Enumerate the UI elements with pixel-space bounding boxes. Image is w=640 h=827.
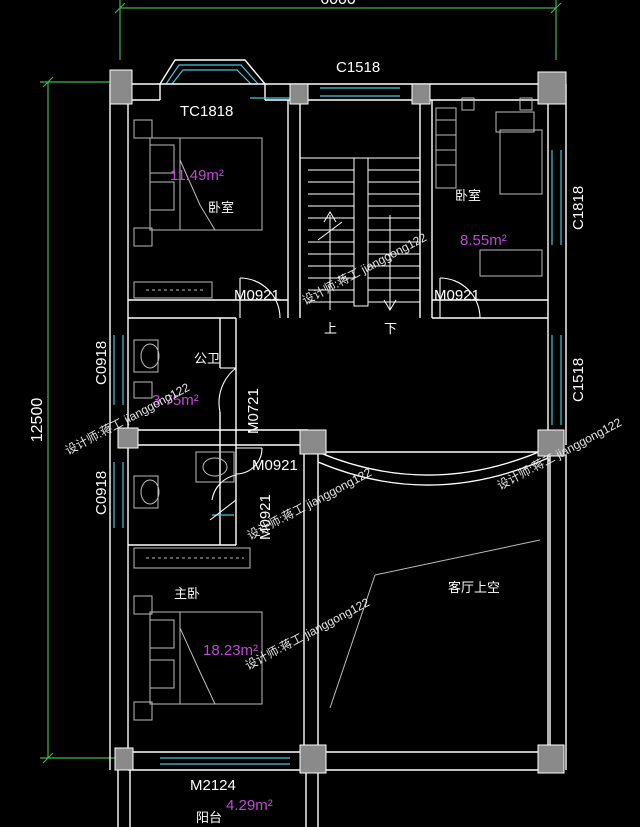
dim-total-depth: 12500 (29, 398, 46, 443)
void-arc (317, 447, 549, 486)
living-void-name: 客厅上空 (448, 580, 500, 595)
bay-window (159, 59, 266, 100)
master-bedroom-area: 18.23m² (203, 642, 258, 659)
door-m2124-label: M2124 (190, 777, 236, 794)
door-m0921-right-label: M0921 (434, 287, 480, 304)
stair-down-label: 下 (384, 321, 397, 336)
labels: 6000 12500 TC1818 C1518 C1818 C1518 C091… (29, 0, 624, 825)
public-bath-area: 3.75m² (152, 392, 199, 409)
windows (113, 87, 562, 765)
balcony-area: 4.29m² (226, 797, 273, 814)
walls (109, 83, 567, 827)
door-m0921-left-label: M0921 (234, 287, 280, 304)
furniture (133, 97, 543, 721)
columns (109, 69, 567, 774)
dimension-lines (40, 0, 562, 764)
window-c0918-lower-label: C0918 (93, 471, 110, 515)
bedroom1-name: 卧室 (208, 200, 234, 215)
window-c1818-right-label: C1818 (570, 186, 587, 230)
window-c1518-top-label: C1518 (336, 59, 380, 76)
door-m0921-bath-vertical-label: M0921 (257, 494, 274, 540)
bedroom1-area: 11.49m² (170, 167, 224, 184)
stair-up-label: 上 (324, 321, 337, 336)
window-c1518-right-label: C1518 (570, 358, 587, 402)
window-c0918-upper-label: C0918 (93, 341, 110, 385)
dim-top-width: 6000 (320, 0, 356, 8)
balcony-name: 阳台 (196, 810, 222, 825)
window-tc1818-label: TC1818 (180, 103, 233, 120)
watermark-4: 设计师:蒋工 jianggong122 (495, 415, 624, 493)
public-bath-name: 公卫 (194, 351, 220, 366)
doors (209, 277, 481, 521)
bedroom2-area: 8.55m² (460, 232, 507, 249)
master-bedroom-name: 主卧 (174, 586, 200, 601)
door-m0721-label: M0721 (245, 388, 262, 434)
door-m0921-bath-label: M0921 (252, 457, 298, 474)
stair (300, 157, 420, 311)
bedroom2-name: 卧室 (455, 188, 481, 203)
